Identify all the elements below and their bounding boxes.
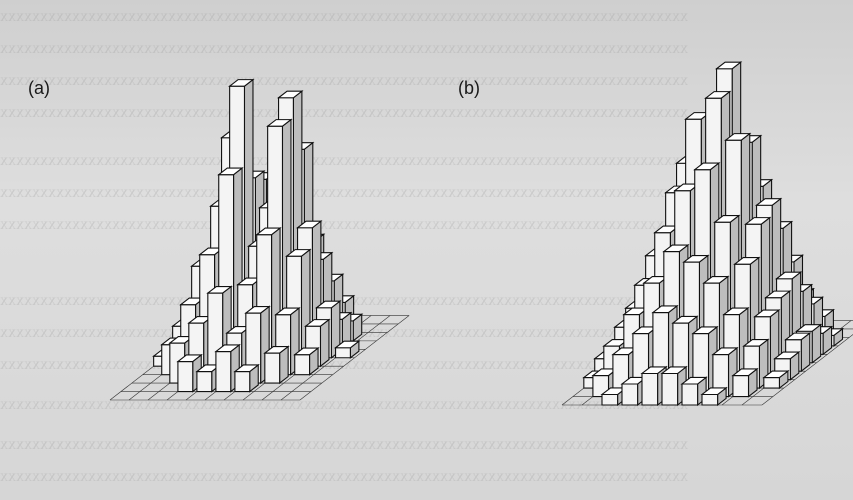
- bar-front-face: [294, 354, 311, 376]
- bar: [333, 340, 361, 359]
- bar-top-face: [731, 368, 759, 377]
- bar-front-face: [335, 347, 351, 359]
- bar: [680, 376, 708, 407]
- bar-top-face: [754, 198, 783, 206]
- bar-front-face: [661, 372, 679, 406]
- bar-top-face: [762, 370, 790, 379]
- bar-top-face: [640, 366, 668, 375]
- bar-top-face: [671, 315, 699, 324]
- bar-top-face: [680, 376, 708, 385]
- bar-top-face: [214, 344, 241, 353]
- bar-top-face: [714, 61, 743, 70]
- bar-chart-a: [109, 78, 410, 401]
- bar-top-face: [753, 309, 781, 318]
- panel-label-a: (a): [28, 78, 50, 98]
- bar-top-face: [206, 285, 233, 294]
- bar-top-face: [662, 244, 690, 253]
- bar-chart-b: [561, 61, 853, 407]
- bar-top-face: [724, 133, 752, 141]
- bar-top-face: [228, 79, 255, 87]
- bar-top-face: [693, 162, 721, 171]
- bar-top-face: [293, 347, 320, 356]
- bar-front-face: [701, 393, 719, 406]
- bar-top-face: [660, 366, 688, 375]
- bar-front-face: [215, 351, 232, 393]
- bar-top-face: [794, 324, 823, 332]
- bar-front-face: [732, 375, 750, 398]
- bar-top-face: [702, 275, 730, 284]
- bar-top-face: [700, 387, 728, 396]
- bar-front-face: [234, 371, 251, 393]
- bar-top-face: [263, 345, 290, 354]
- bar: [176, 353, 203, 393]
- bar-top-face: [651, 305, 679, 314]
- bar-top-face: [691, 326, 719, 335]
- bar-front-face: [641, 372, 659, 406]
- bar-top-face: [244, 305, 271, 314]
- bar-top-face: [255, 227, 282, 236]
- bar-top-face: [774, 271, 803, 280]
- bar-top-face: [704, 91, 732, 99]
- bar: [731, 367, 759, 398]
- bar-top-face: [742, 338, 770, 347]
- bar-top-face: [333, 340, 361, 349]
- bar-top-face: [711, 347, 739, 356]
- bar-top-face: [764, 290, 792, 299]
- bar-top-face: [276, 90, 304, 99]
- bar-front-face: [601, 393, 619, 406]
- bar-front-face: [177, 361, 194, 393]
- bar-top-face: [217, 167, 244, 176]
- bar-top-face: [722, 307, 750, 316]
- bar-top-face: [176, 354, 203, 363]
- bar-top-face: [304, 319, 331, 327]
- bar-top-face: [773, 351, 801, 360]
- bar-top-face: [266, 119, 293, 127]
- bar: [711, 346, 739, 398]
- bar-front-face: [681, 383, 699, 406]
- bar-top-face: [744, 217, 772, 225]
- bar-top-face: [295, 220, 323, 229]
- bar-front-face: [763, 377, 780, 389]
- bar: [762, 369, 790, 390]
- bar-top-face: [733, 257, 761, 265]
- bar-top-face: [274, 307, 301, 316]
- bar-front-face: [196, 371, 213, 393]
- bar-front-face: [264, 352, 281, 384]
- panel-label-b: (b): [458, 78, 480, 98]
- bar-front-face: [621, 383, 639, 406]
- bar: [263, 345, 290, 385]
- bar-top-face: [314, 300, 342, 309]
- bar-top-face: [285, 249, 312, 257]
- bar: [293, 346, 320, 376]
- bar-top-face: [713, 215, 741, 223]
- bar-side-face: [319, 318, 330, 368]
- bar-top-face: [233, 364, 260, 373]
- bar: [233, 363, 260, 393]
- bar: [700, 386, 728, 407]
- bar-top-face: [784, 332, 812, 341]
- bar-top-face: [682, 254, 710, 263]
